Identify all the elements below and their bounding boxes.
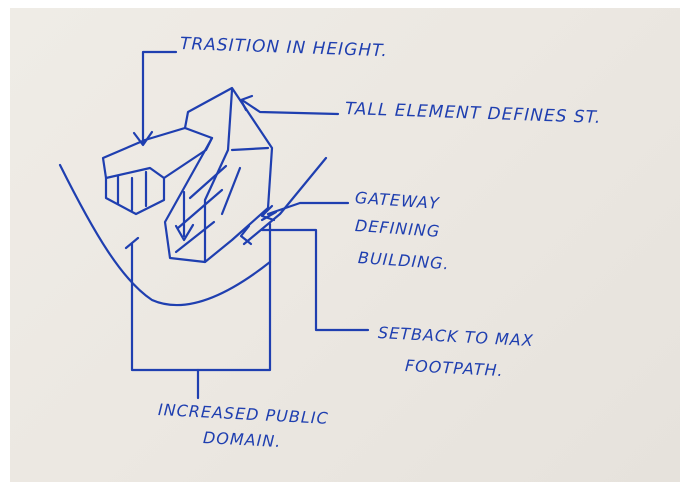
tall-element-leader <box>240 98 340 116</box>
tall-element-arrow <box>174 190 195 242</box>
tall-element <box>163 86 274 264</box>
public-domain-label-line2: DOMAIN. <box>202 428 282 452</box>
paper-background <box>10 8 680 482</box>
gateway-diagonal-1 <box>220 166 242 216</box>
transition-leader <box>141 50 178 145</box>
gateway-arrowhead <box>260 204 276 222</box>
transition-arrowhead <box>132 130 154 147</box>
low-block <box>101 126 214 180</box>
street-curve <box>58 163 272 307</box>
gateway-diagonal-2 <box>242 156 328 246</box>
tall-element-hatch <box>174 164 228 254</box>
corner-mark-2 <box>260 210 278 222</box>
public-domain-frame <box>130 222 272 372</box>
corner-mark-1 <box>124 236 140 250</box>
setback-leader <box>260 228 370 332</box>
low-block-base <box>104 176 166 216</box>
gateway-leader <box>266 201 350 216</box>
low-block-hatch <box>116 170 148 212</box>
